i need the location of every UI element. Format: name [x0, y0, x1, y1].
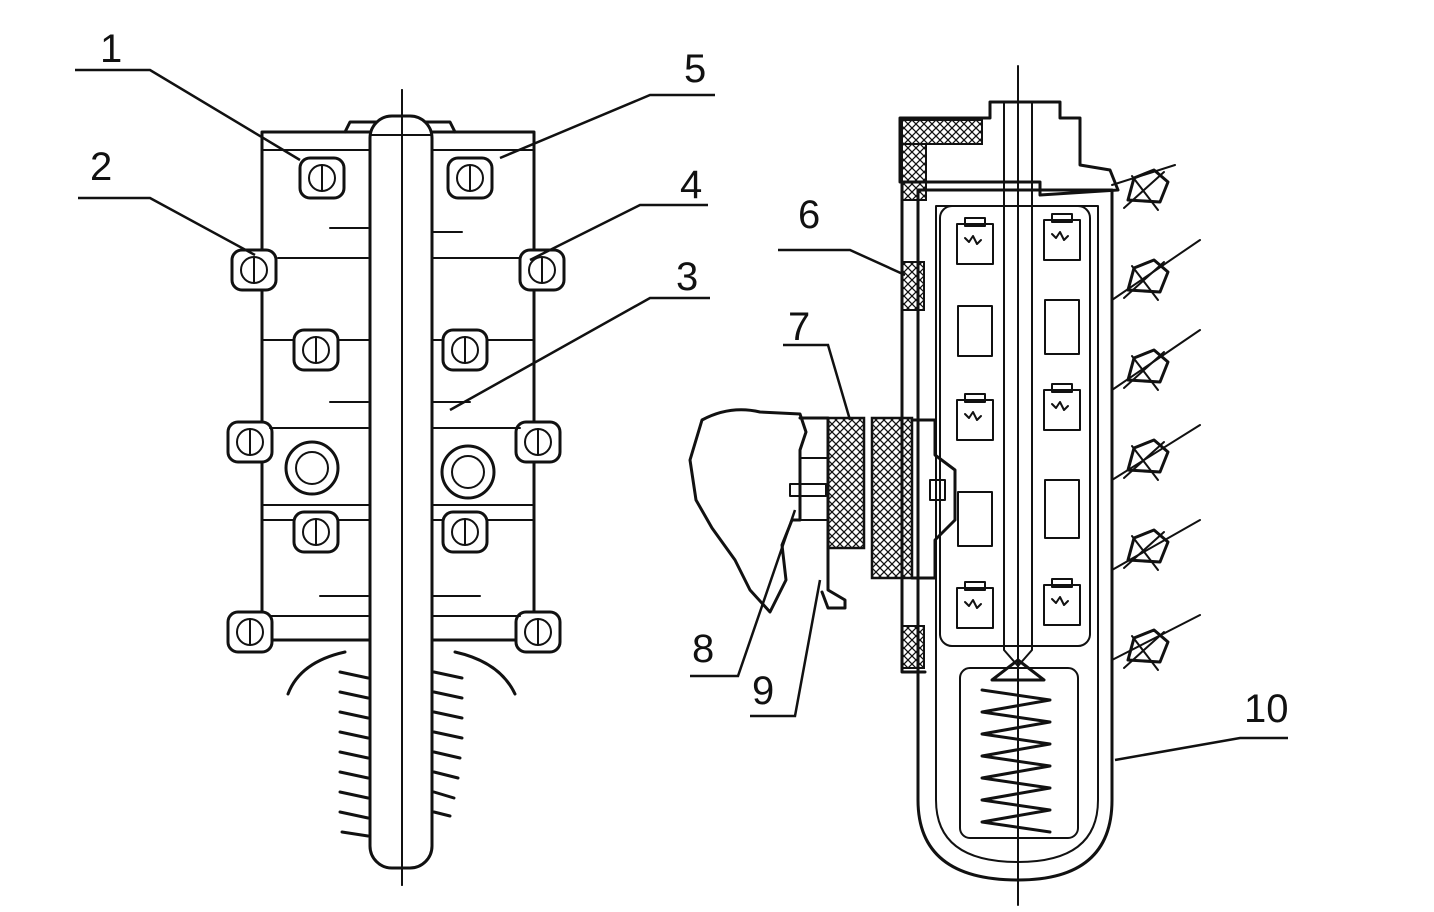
- right-switch-view: [688, 65, 1201, 906]
- label-5: 5: [684, 47, 706, 91]
- housing-10: [916, 188, 1114, 882]
- label-4: 4: [680, 163, 702, 207]
- label-9: 9: [752, 669, 774, 713]
- callout-labels: 1 2 3 4 5 6 7 8 9 10: [90, 27, 1289, 731]
- label-1: 1: [100, 27, 122, 71]
- spring-chamber: [959, 667, 1079, 839]
- insulating-plate: [870, 416, 914, 580]
- panel-wall: [826, 416, 866, 550]
- panel-fragment: [688, 408, 808, 614]
- label-2: 2: [90, 145, 112, 189]
- label-7: 7: [788, 305, 810, 349]
- side-terminals: [1122, 168, 1170, 672]
- leader-lines: [75, 68, 1288, 762]
- label-10: 10: [1244, 687, 1289, 731]
- label-8: 8: [692, 627, 714, 671]
- left-spring: [338, 670, 464, 838]
- label-3: 3: [676, 255, 698, 299]
- left-switch-view: [226, 89, 566, 886]
- top-housing: [898, 100, 1120, 197]
- label-6: 6: [798, 193, 820, 237]
- spring: [980, 688, 1052, 834]
- cam-cassette: [939, 205, 1091, 647]
